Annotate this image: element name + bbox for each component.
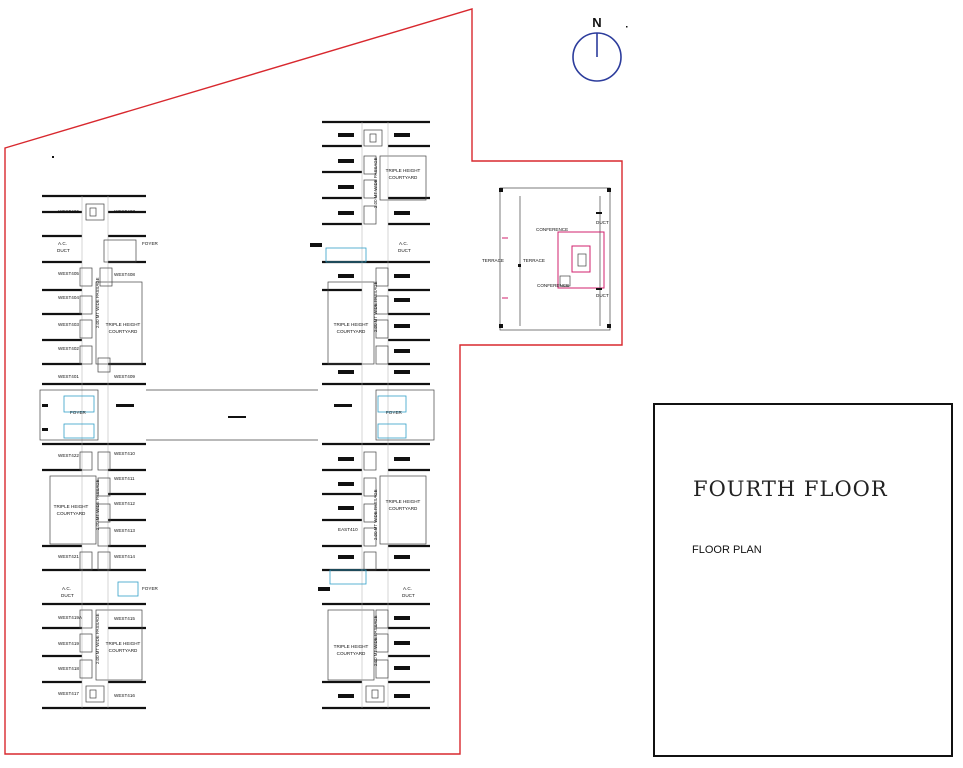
conference-label: CONFERENCE xyxy=(536,227,568,232)
unit-label: WEST418 xyxy=(58,666,79,671)
unit-label: WEST413 xyxy=(114,528,135,533)
unit-label: WEST422 xyxy=(58,453,79,458)
floor-subtitle: FLOOR PLAN xyxy=(692,544,762,556)
courtyard-label: COURTYARD xyxy=(389,175,418,180)
unit-label: WEST419 xyxy=(58,641,79,646)
courtyard-label: TRIPLE HEIGHT xyxy=(334,644,369,649)
unit-label: WEST417 xyxy=(58,691,79,696)
east-wing: EAST410 A.C. DUCT A.C. DUCT FOYER TRIPLE… xyxy=(310,120,435,710)
duct-label: DUCT xyxy=(596,293,609,298)
courtyard-label: TRIPLE HEIGHT xyxy=(386,168,421,173)
passage-label: 2.00 MT WIDE PASSAGE xyxy=(95,479,100,530)
passage-label: 2.00 MT WIDE PASSAGE xyxy=(373,615,378,666)
unit-label: WEST406 xyxy=(58,209,79,214)
courtyard-label: COURTYARD xyxy=(109,648,138,653)
unit-label: WEST409 xyxy=(114,374,135,379)
unit-label: WEST401 xyxy=(58,374,79,379)
courtyard-label: TRIPLE HEIGHT xyxy=(386,499,421,504)
unit-label: WEST415 xyxy=(114,616,135,621)
north-arrow: N xyxy=(572,15,622,82)
ac-duct-label: A.C. xyxy=(403,586,412,591)
foyer-label: FOYER xyxy=(142,586,159,591)
unit-label: WEST419A xyxy=(58,615,83,620)
conference-label: CONFERENCE xyxy=(537,283,569,288)
courtyard-label: COURTYARD xyxy=(337,651,366,656)
passage-label: 2.00 MT WIDE PASSAGE xyxy=(373,281,378,332)
west-wing xyxy=(39,194,146,710)
passage-label: 2.00 MT WIDE PASSAGE xyxy=(373,489,378,540)
courtyard-label: COURTYARD xyxy=(389,506,418,511)
passage-label: 2.00 MT WIDE PASSAGE xyxy=(373,157,378,208)
courtyard-label: COURTYARD xyxy=(109,329,138,334)
terrace-label: TERRACE xyxy=(482,258,504,263)
west-wing-labels: WEST406 WEST407 WEST405 WEST408 WEST404 … xyxy=(54,209,159,698)
foyer-label: FOYER xyxy=(386,410,403,415)
terrace-label: TERRACE xyxy=(523,258,545,263)
ac-duct-label: DUCT xyxy=(57,248,70,253)
unit-label: WEST404 xyxy=(58,295,79,300)
unit-label: WEST412 xyxy=(114,501,135,506)
unit-label: WEST416 xyxy=(114,693,135,698)
site-boundary xyxy=(4,8,623,755)
foyer-label: FOYER xyxy=(70,410,87,415)
courtyard-label: TRIPLE HEIGHT xyxy=(106,322,141,327)
ac-duct-label: A.C. xyxy=(399,241,408,246)
unit-label: WEST408 xyxy=(114,272,135,277)
courtyard-label: TRIPLE HEIGHT xyxy=(334,322,369,327)
unit-label: WEST421 xyxy=(58,554,79,559)
unit-label: WEST402 xyxy=(58,346,79,351)
unit-label: WEST407 xyxy=(114,209,135,214)
foyer-label: FOYER xyxy=(142,241,159,246)
title-block: FOURTH FLOOR FLOOR PLAN xyxy=(653,403,953,757)
north-label: N xyxy=(592,15,601,30)
unit-label: WEST405 xyxy=(58,271,79,276)
courtyard-label: COURTYARD xyxy=(337,329,366,334)
passage-label: 2.00 MT WIDE PASSAGE xyxy=(95,277,100,328)
unit-label: WEST414 xyxy=(114,554,135,559)
bridge-corridor xyxy=(116,389,352,441)
ac-duct-label: DUCT xyxy=(61,593,74,598)
ac-duct-label: A.C. xyxy=(58,241,67,246)
ac-duct-label: DUCT xyxy=(398,248,411,253)
unit-label: WEST403 xyxy=(58,322,79,327)
courtyard-label: TRIPLE HEIGHT xyxy=(54,504,89,509)
duct-label: DUCT xyxy=(596,220,609,225)
passage-label: 2.00 MT WIDE PASSAGE xyxy=(95,613,100,664)
unit-label: WEST410 xyxy=(114,451,135,456)
tower-block: TERRACE TERRACE CONFERENCE CONFERENCE DU… xyxy=(482,187,611,331)
unit-label: WEST411 xyxy=(114,476,135,481)
ac-duct-label: A.C. xyxy=(62,586,71,591)
courtyard-label: COURTYARD xyxy=(57,511,86,516)
floor-title: FOURTH FLOOR xyxy=(693,477,888,501)
unit-label: EAST410 xyxy=(338,527,358,532)
ac-duct-label: DUCT xyxy=(402,593,415,598)
courtyard-label: TRIPLE HEIGHT xyxy=(106,641,141,646)
